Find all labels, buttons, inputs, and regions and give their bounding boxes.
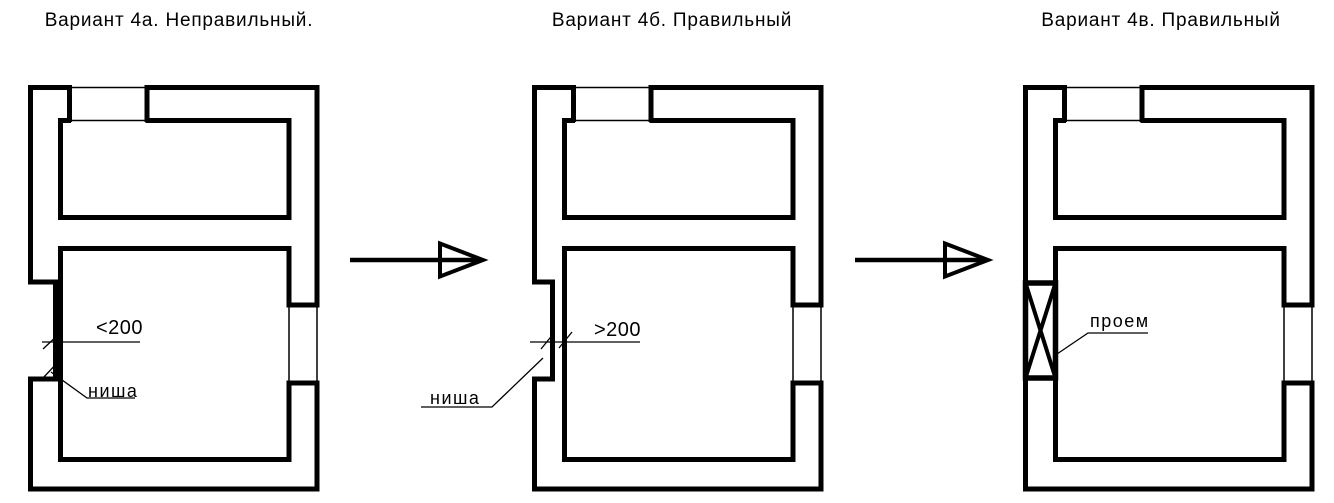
plan-4b-dimension-label: >200 — [594, 319, 642, 341]
arrow-head — [438, 240, 489, 280]
plan-4b-upper-room — [562, 118, 796, 220]
plan-4a-dimension-label: <200 — [96, 317, 144, 339]
arrow-head — [943, 240, 994, 280]
plan-4v-opening-jambs — [1281, 302, 1315, 386]
plan-4b — [421, 85, 824, 492]
plan-4v-opening-thin-lines — [1064, 86, 1313, 383]
plan-4a-dimension-line — [42, 332, 140, 350]
plan-4b-niche-leader — [421, 357, 544, 408]
plan-4a-outer-wall-right — [144, 85, 320, 305]
transition-arrow-2 — [855, 240, 994, 280]
plan-4a — [28, 85, 320, 492]
plan-4b-lower-room — [562, 246, 796, 462]
plan-4a-outer-wall-left — [28, 85, 320, 492]
plan-4v-opening-leader — [1056, 332, 1148, 355]
plan-4a-niche-label: ниша — [88, 381, 139, 401]
plan-4b-outer-wall-left — [532, 85, 824, 492]
transition-arrow-1 — [350, 240, 489, 280]
plan-4a-opening-thin-lines — [69, 86, 318, 383]
plan-4v-upper-room — [1053, 118, 1287, 220]
plan-4a-title: Вариант 4а. Неправильный. — [44, 10, 314, 31]
plan-4v-outer-wall-right — [1139, 85, 1315, 305]
plan-4b-opening-jambs — [790, 302, 824, 386]
plan-4a-lower-room — [58, 246, 292, 462]
plan-4v-outer-wall-left — [1023, 85, 1315, 492]
plan-4v-lower-room — [1053, 246, 1287, 462]
plan-4v-title: Вариант 4в. Правильный — [1041, 10, 1281, 31]
plan-4v-opening-x-symbol — [1022, 280, 1059, 381]
plan-4v — [1022, 85, 1315, 492]
plan-4b-title: Вариант 4б. Правильный — [551, 10, 793, 31]
plan-4b-opening-thin-lines — [573, 86, 822, 383]
plan-4v-opening-label: проем — [1090, 311, 1150, 331]
plan-4a-niche-leader — [42, 359, 135, 399]
plan-4b-niche-label: ниша — [430, 388, 481, 408]
plan-4a-opening-jambs — [286, 302, 320, 386]
plan-4b-dimension-line — [530, 331, 640, 350]
plan-4a-upper-room — [58, 118, 292, 220]
plan-4b-outer-wall-right — [648, 85, 824, 305]
